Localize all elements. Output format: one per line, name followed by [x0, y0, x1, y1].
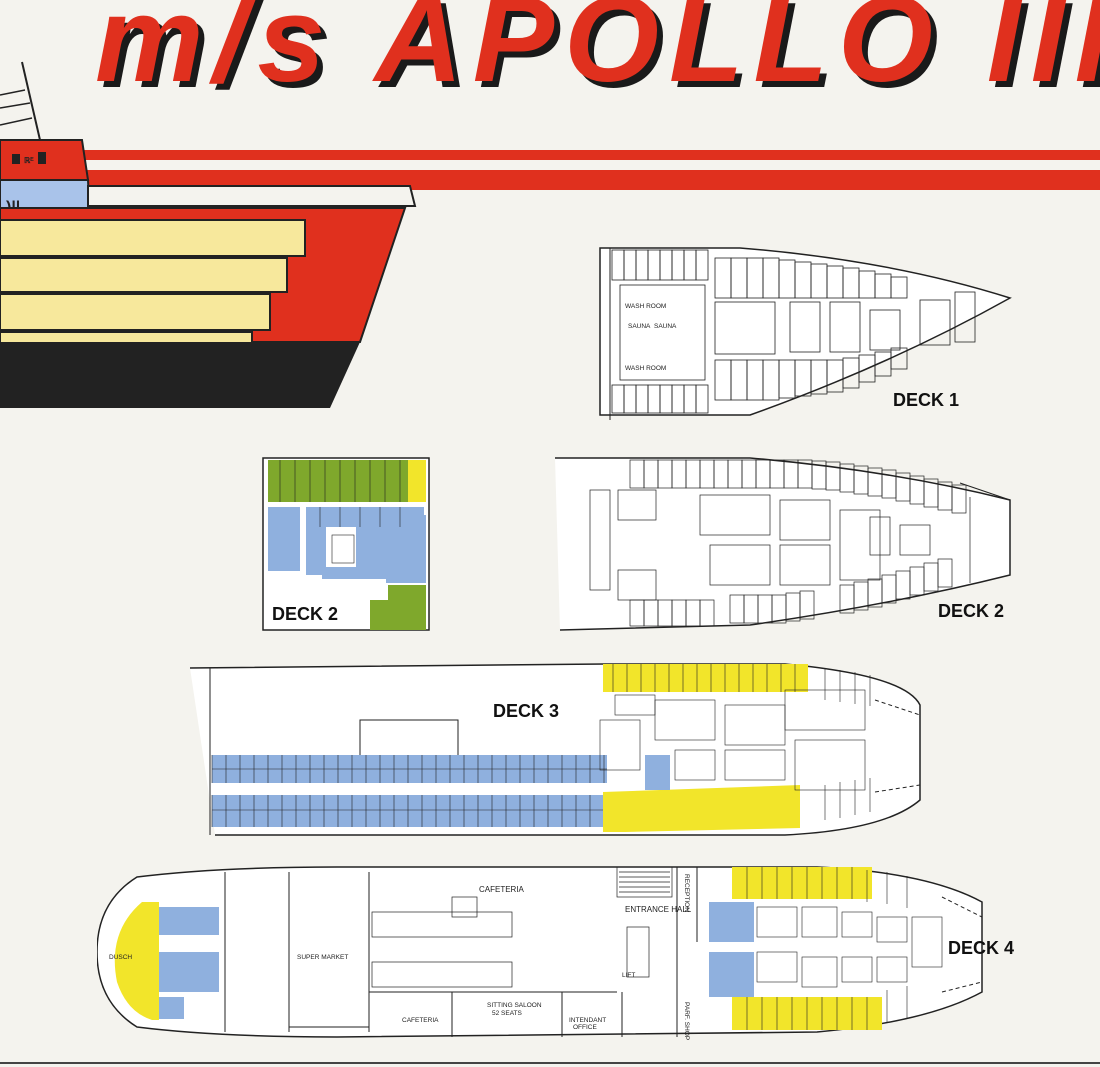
ship-profile-illustration: ℝᴱ )||: [0, 61, 1100, 408]
deck-2-forward-plan: [555, 457, 1011, 631]
deck-2-small-label: DECK 2: [272, 604, 339, 624]
deck-3-label: DECK 3: [493, 701, 560, 721]
room-label: WASH ROOM: [625, 303, 666, 310]
entrance-hall-label: ENTRANCE HALL: [625, 905, 692, 914]
pictogram-icon: ℝᴱ: [12, 152, 46, 165]
cafeteria-upper-label: CAFETERIA: [479, 885, 525, 894]
deck-4-label: DECK 4: [948, 938, 1015, 958]
bottom-rule: [0, 1062, 1100, 1064]
dusch-label: DUSCH: [109, 954, 132, 961]
parf-shop-label: PARF. SHOP: [683, 1002, 690, 1040]
super-market-label: SUPER MARKET: [297, 954, 348, 961]
room-label: SAUNA: [654, 323, 677, 330]
saloon-seats-label: 52 SEATS: [492, 1010, 523, 1017]
cafeteria-lower-label: CAFETERIA: [402, 1017, 439, 1024]
office-label: OFFICE: [573, 1024, 597, 1031]
deck-2-label: DECK 2: [938, 601, 1005, 621]
reception-label: RECEPTION: [683, 874, 690, 912]
deck-4-plan: CAFETERIA ENTRANCE HALL RECEPTION SUPER …: [97, 866, 983, 1040]
deck-2-aft-section-plan: [262, 457, 430, 631]
ship-name-title: m/s APOLLO III: [95, 0, 1100, 107]
room-label: WASH ROOM: [625, 365, 666, 372]
svg-text:ℝᴱ: ℝᴱ: [24, 156, 34, 165]
deck-3-plan: [189, 663, 921, 836]
room-label: SAUNA: [628, 323, 651, 330]
lift-label: LIFT: [622, 972, 635, 979]
intendant-label: INTENDANT: [569, 1017, 606, 1024]
sitting-saloon-label: SITTING SALOON: [487, 1002, 542, 1009]
deck-1-label: DECK 1: [893, 390, 960, 410]
deck-1-plan: WASH ROOM SAUNA SAUNA WASH ROOM: [599, 247, 1012, 420]
